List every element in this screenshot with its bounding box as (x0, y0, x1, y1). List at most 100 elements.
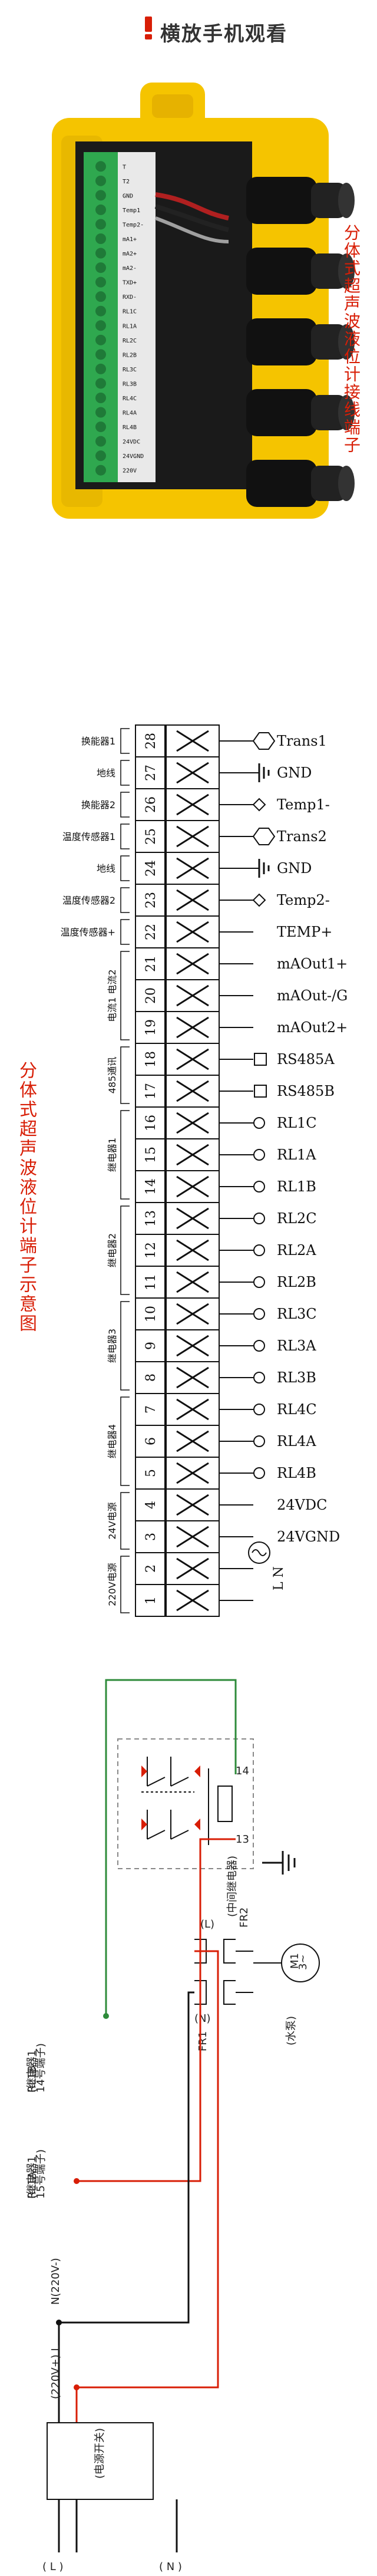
terminal-diagram-title: 分体式超声波液位计端子示意图 (16, 1061, 37, 1333)
terminal-number: 4 (144, 1501, 158, 1509)
terminal-number-cell (135, 1393, 166, 1426)
pcb-label: Temp2- (123, 222, 144, 228)
group-label: 继电器1 (107, 1138, 118, 1172)
pcb-label: mA2- (123, 265, 137, 272)
terminal-screw (95, 334, 106, 345)
group-bracket (120, 919, 130, 945)
terminal-number: 22 (144, 924, 158, 940)
relay-contact-icon (253, 1467, 265, 1479)
relay-label: (中间继电器) (226, 1856, 239, 1917)
terminal-screw (95, 320, 106, 331)
terminal-screw (95, 276, 106, 288)
terminal-number-cell (135, 1329, 166, 1362)
cable-gland (246, 460, 317, 507)
terminal-signal: TEMP+ (277, 924, 332, 940)
group-label: 温度传感器1 (62, 831, 115, 842)
terminal-screw-cell (166, 1266, 220, 1299)
group-bracket (120, 951, 130, 1040)
rs485-icon (254, 1085, 267, 1098)
terminal-screw (95, 465, 106, 476)
cable-gland (246, 318, 317, 365)
relay-contact-icon (253, 1117, 265, 1129)
terminal-number: 11 (144, 1274, 158, 1290)
group-label: 地线 (97, 863, 115, 874)
rl1a-sub1: (继电器1 (26, 2156, 38, 2199)
group-label: 地线 (97, 767, 115, 779)
terminal-number-cell (135, 724, 166, 757)
relay-contact-icon (253, 1149, 265, 1161)
relay-pin-13: 13 (236, 1833, 249, 1846)
red-l-wire (77, 1950, 219, 2389)
terminal-number: 7 (144, 1405, 158, 1414)
terminal-signal: RS485B (277, 1083, 335, 1099)
rl1b-sub2: 14号端子) (35, 2043, 47, 2093)
temp-sensor-icon (252, 798, 266, 812)
terminal-number-cell (135, 1584, 166, 1617)
terminal-number-cell (135, 1425, 166, 1458)
terminal-number: 25 (144, 828, 158, 845)
group-bracket (120, 1301, 130, 1391)
header: 横放手机观看 (0, 0, 377, 59)
group-bracket (120, 855, 130, 881)
rl1a-label: RL1A (26, 2171, 38, 2199)
terminal-number: 18 (144, 1051, 158, 1068)
pcb-label: RL3B (123, 381, 137, 387)
temp-sensor-icon (252, 893, 266, 907)
terminal-number: 28 (144, 733, 158, 749)
terminal-number: 24 (144, 860, 158, 877)
terminal-signal: RS485A (277, 1051, 335, 1068)
group-bracket (120, 1205, 130, 1295)
pcb-label: RL2B (123, 352, 137, 358)
terminal-screw (95, 393, 106, 403)
terminal-number: 9 (144, 1342, 158, 1350)
group-bracket (120, 1492, 130, 1550)
group-bracket (120, 1046, 130, 1104)
terminal-signal: RL1B (277, 1178, 316, 1195)
group-bracket (120, 823, 130, 849)
terminal-screw (95, 421, 106, 433)
pcb-label: mA1+ (123, 236, 137, 243)
terminal-signal: Trans2 (277, 828, 327, 845)
group-label: 24V电源 (107, 1502, 118, 1539)
group-bracket (120, 760, 130, 786)
terminal-signal: RL4A (277, 1433, 316, 1450)
group-label: 温度传感器2 (62, 895, 115, 906)
black-n-wire (59, 1991, 194, 2324)
cable-gland (246, 389, 317, 436)
terminal-signal: RL1C (277, 1115, 317, 1131)
terminal-number: 23 (144, 892, 158, 908)
pcb-label: Temp1 (123, 207, 140, 214)
terminal-number: 19 (144, 1019, 158, 1036)
terminal-number-cell (135, 1457, 166, 1490)
terminal-number: 17 (144, 1083, 158, 1099)
terminal-screw (95, 291, 106, 302)
relay-contact-icon (253, 1404, 265, 1415)
terminal-number-cell (135, 852, 166, 885)
cable-gland (246, 248, 317, 295)
red-wire (77, 1838, 236, 2182)
terminal-number-cell (135, 1297, 166, 1330)
terminal-screw (95, 378, 106, 389)
terminal-screw (95, 175, 106, 186)
terminal-signal: GND (277, 765, 312, 781)
terminal-number: 1 (144, 1596, 158, 1605)
terminal-screw (95, 349, 106, 360)
terminal-number-cell (135, 820, 166, 853)
n-220-label: N(220V-) (49, 2258, 62, 2305)
terminal-signal: RL3B (277, 1369, 316, 1386)
pcb-label: RXD- (123, 294, 137, 301)
terminal-signal: mAOut1+ (277, 956, 348, 972)
terminal-number-cell (135, 979, 166, 1012)
pcb-label: RL4A (123, 410, 137, 417)
terminal-number-cell (135, 788, 166, 821)
power-l-label: L N (272, 1566, 286, 1590)
group-bracket (120, 1396, 130, 1486)
terminal-number: 14 (144, 1178, 158, 1195)
terminal-box-photo: TT2GNDTemp1Temp2-mA1+mA2+mA2-TXD+RXD-RL1… (52, 83, 355, 519)
terminal-number: 8 (144, 1373, 158, 1382)
terminal-signal: RL2C (277, 1210, 317, 1227)
terminal-number-cell (135, 1011, 166, 1044)
terminal-number-cell (135, 1552, 166, 1585)
terminal-signal: RL4B (277, 1465, 316, 1481)
